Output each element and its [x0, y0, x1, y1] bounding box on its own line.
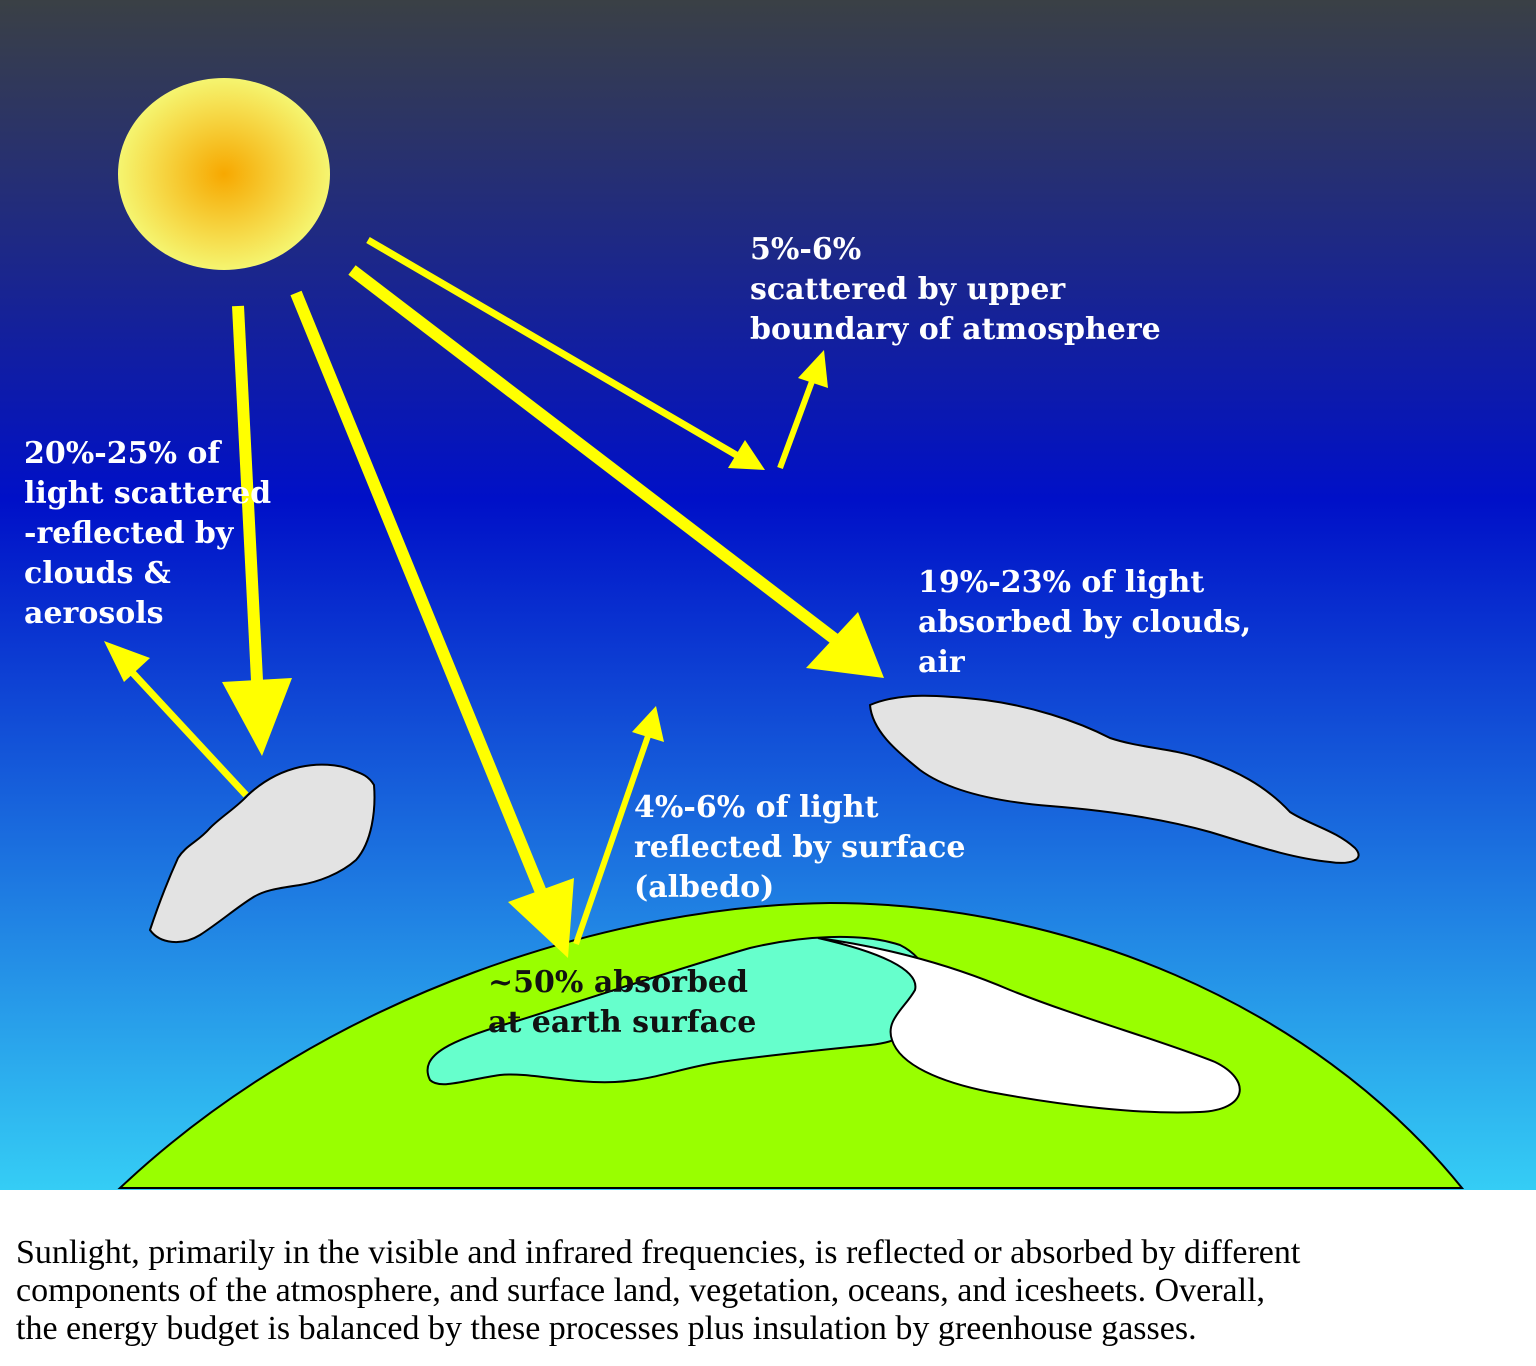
arrow-to-clouds-air: [348, 265, 884, 678]
cloud-right: [868, 694, 1360, 864]
label-clouds-aerosols-line: 20%-25% of: [24, 436, 221, 471]
label-surface-absorbed-line: ~50% absorbed: [488, 965, 748, 1000]
label-surface-albedo-line: reflected by surface: [634, 830, 966, 865]
label-clouds-air-line: absorbed by clouds,: [918, 605, 1252, 640]
label-clouds-aerosols: 20%-25% of light scattered -reflected by…: [24, 434, 271, 634]
ice-sheet: [817, 937, 1241, 1114]
sun: [118, 78, 330, 270]
label-surface-absorbed: ~50% absorbed at earth surface: [488, 963, 756, 1043]
cloud-left: [148, 763, 376, 943]
label-clouds-aerosols-line: -reflected by: [24, 516, 234, 551]
label-surface-albedo: 4%-6% of light reflected by surface (alb…: [634, 788, 965, 908]
label-upper-boundary-line: boundary of atmosphere: [750, 312, 1161, 347]
label-upper-boundary: 5%-6% scattered by upper boundary of atm…: [750, 230, 1161, 350]
caption-line: the energy budget is balanced by these p…: [16, 1310, 1197, 1347]
label-clouds-air-line: air: [918, 645, 965, 680]
label-surface-albedo-line: 4%-6% of light: [634, 790, 879, 825]
label-clouds-aerosols-line: clouds &: [24, 556, 171, 591]
caption-line: Sunlight, primarily in the visible and i…: [16, 1234, 1301, 1271]
label-clouds-aerosols-line: aerosols: [24, 596, 164, 631]
label-upper-boundary-line: 5%-6%: [750, 232, 862, 267]
label-surface-absorbed-line: at earth surface: [488, 1005, 757, 1040]
arrow-to-upper-boundary: [366, 236, 765, 470]
arrow-to-surface: [290, 290, 574, 958]
label-clouds-air-line: 19%-23% of light: [918, 565, 1205, 600]
figure-caption: Sunlight, primarily in the visible and i…: [16, 1234, 1532, 1348]
arrow-surface-reflection: [573, 706, 664, 945]
energy-budget-diagram: [0, 0, 1536, 1190]
label-surface-albedo-line: (albedo): [634, 870, 775, 905]
label-clouds-aerosols-line: light scattered: [24, 476, 272, 511]
caption-line: components of the atmosphere, and surfac…: [16, 1272, 1266, 1309]
arrow-to-cloud-left: [222, 305, 292, 756]
arrow-cloud-left-reflection: [104, 641, 249, 798]
arrow-upper-boundary-scatter: [777, 350, 828, 470]
label-upper-boundary-line: scattered by upper: [750, 272, 1066, 307]
label-clouds-air: 19%-23% of light absorbed by clouds, air: [918, 563, 1251, 683]
